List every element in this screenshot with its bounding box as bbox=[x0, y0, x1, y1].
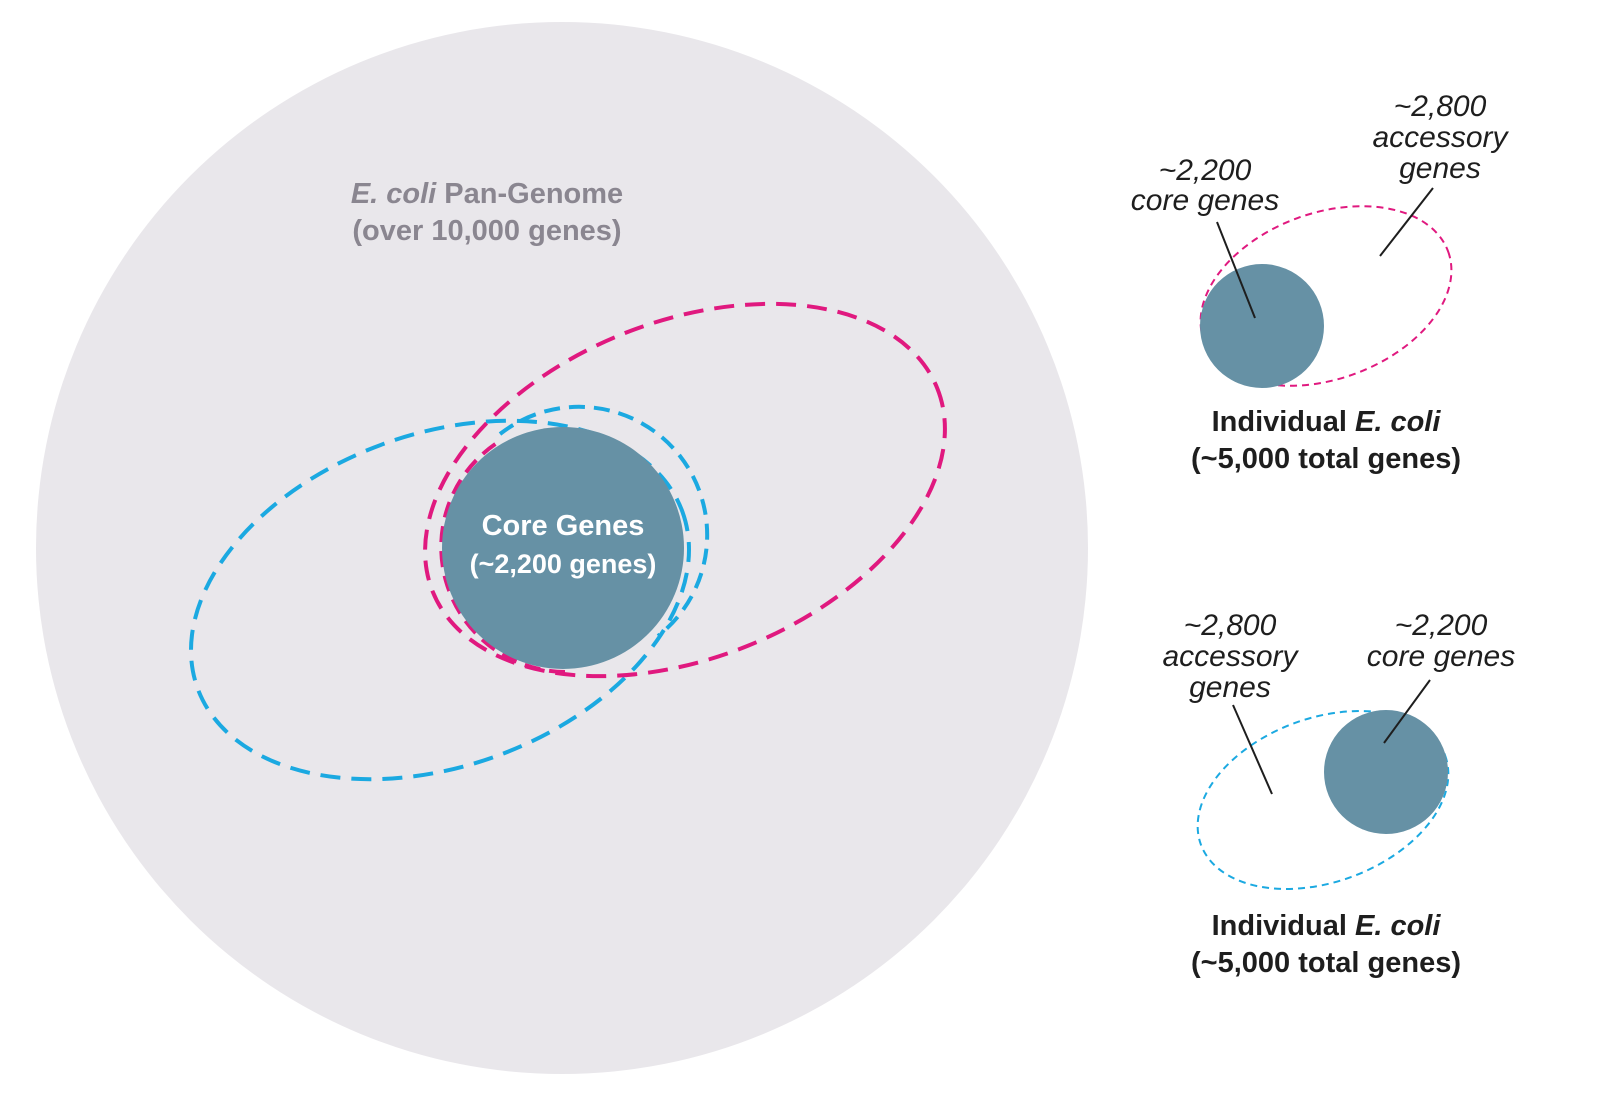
individual-top-accessory-leader bbox=[1379, 187, 1434, 257]
individual-bottom-accessory-label-line2: accessory bbox=[1162, 640, 1299, 673]
individual-bottom-accessory-label-line3: genes bbox=[1189, 671, 1271, 704]
individual-bottom-accessory-leader bbox=[1232, 704, 1273, 795]
individual-bottom-caption-italic: E. coli bbox=[1355, 910, 1441, 942]
individual-bottom-core-label-line2: core genes bbox=[1367, 640, 1515, 673]
core-outline-magenta bbox=[439, 439, 566, 674]
individual-top-accessory-label-line2: accessory bbox=[1372, 121, 1509, 154]
strain-a-genome-outline bbox=[423, 301, 947, 679]
individual-bottom-core-leader bbox=[1383, 679, 1431, 744]
core-genes-subtitle: (~2,200 genes) bbox=[470, 549, 657, 579]
individual-top-panel: ~2,200 core genes ~2,800 accessory genes… bbox=[1131, 90, 1510, 475]
individual-top-core-label-line1: ~2,200 bbox=[1159, 154, 1252, 187]
individual-bottom-core-label-line1: ~2,200 bbox=[1395, 609, 1488, 642]
pan-genome-title-rest: Pan-Genome bbox=[436, 178, 623, 210]
individual-top-caption-prefix: Individual bbox=[1212, 406, 1355, 438]
individual-top-core-label-line2: core genes bbox=[1131, 184, 1279, 217]
individual-bottom-caption: Individual E. coli bbox=[1212, 910, 1442, 942]
individual-bottom-core-circle bbox=[1324, 710, 1448, 834]
core-outline-cyan bbox=[498, 404, 710, 638]
strain-b-genome-outline bbox=[189, 418, 691, 782]
core-genes-circle bbox=[442, 427, 684, 669]
pan-genome-title: E. coli Pan-Genome bbox=[351, 178, 623, 210]
individual-top-accessory-label-line3: genes bbox=[1399, 152, 1481, 185]
individual-top-caption: Individual E. coli bbox=[1212, 406, 1442, 438]
individual-bottom-panel: ~2,800 accessory genes ~2,200 core genes… bbox=[1162, 609, 1515, 979]
individual-top-core-circle bbox=[1200, 264, 1324, 388]
individual-top-caption-line2: (~5,000 total genes) bbox=[1191, 443, 1461, 475]
individual-top-core-leader bbox=[1216, 221, 1256, 319]
individual-top-accessory-label-line1: ~2,800 bbox=[1394, 90, 1487, 123]
individual-bottom-caption-prefix: Individual bbox=[1212, 910, 1355, 942]
core-genes-title: Core Genes bbox=[482, 510, 645, 542]
individual-top-caption-italic: E. coli bbox=[1355, 406, 1441, 438]
pan-genome-subtitle: (over 10,000 genes) bbox=[352, 215, 621, 247]
individual-bottom-caption-line2: (~5,000 total genes) bbox=[1191, 947, 1461, 979]
pan-genome-panel: E. coli Pan-Genome (over 10,000 genes) C… bbox=[36, 22, 1088, 1074]
pan-genome-title-italic: E. coli bbox=[351, 178, 437, 210]
individual-bottom-accessory-label-line1: ~2,800 bbox=[1184, 609, 1277, 642]
